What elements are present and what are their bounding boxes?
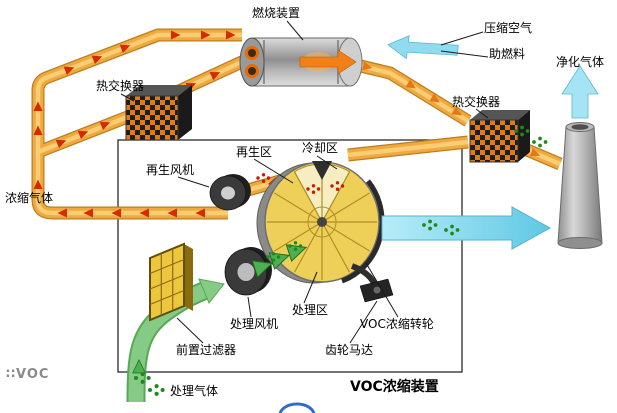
watermark-logo-arc	[278, 402, 316, 413]
label-combustion-device: 燃烧装置	[252, 6, 301, 20]
rotor-spokes	[267, 164, 377, 280]
flame-arrow	[299, 49, 357, 75]
rotor-housing-arc	[341, 179, 385, 284]
burner-nozzle	[245, 46, 259, 60]
label-process-fan: 处理风机	[230, 317, 279, 331]
label-pre-filter: 前置过滤器	[176, 343, 237, 357]
unit-enclosure-box	[117, 139, 463, 373]
label-process-gas: 处理气体	[170, 384, 219, 398]
rotor-hub	[317, 217, 327, 227]
label-regeneration-fan: 再生风机	[146, 163, 195, 177]
heat-exchanger-left	[125, 85, 192, 141]
rotor-seal-wedge	[312, 161, 332, 180]
compressed-air-arrow	[387, 35, 459, 60]
label-purified-gas: 净化气体	[556, 55, 605, 69]
gear-motor	[350, 263, 394, 303]
watermark-text: ∷VOC	[6, 367, 50, 382]
stack-outlet-arrow	[561, 65, 599, 119]
clean-air-arrow	[381, 206, 552, 250]
label-concentrated-gas: 浓缩气体	[5, 191, 54, 205]
label-cooling-zone: 冷却区	[302, 141, 339, 155]
label-heat-exchanger-left: 热交换器	[96, 79, 145, 93]
leader-lines	[120, 20, 489, 344]
label-auxiliary-fuel: 助燃料	[489, 47, 526, 61]
label-compressed-air: 压缩空气	[484, 21, 533, 35]
stack-chimney	[557, 122, 603, 249]
pre-filter-panel	[149, 242, 193, 322]
heat-exchanger-right	[469, 110, 530, 163]
label-gear-motor: 齿轮马达	[325, 343, 374, 357]
label-voc-rotor: VOC浓缩转轮	[360, 317, 434, 331]
combustion-device	[239, 37, 363, 87]
diagram-title: VOC浓缩装置	[350, 379, 439, 395]
label-regeneration-zone: 再生区	[236, 145, 273, 159]
burner-nozzle	[245, 64, 259, 78]
regeneration-fan	[209, 174, 251, 211]
label-treatment-zone: 处理区	[292, 303, 329, 317]
label-heat-exchanger-right: 热交换器	[452, 95, 501, 109]
process-fan	[224, 247, 272, 296]
